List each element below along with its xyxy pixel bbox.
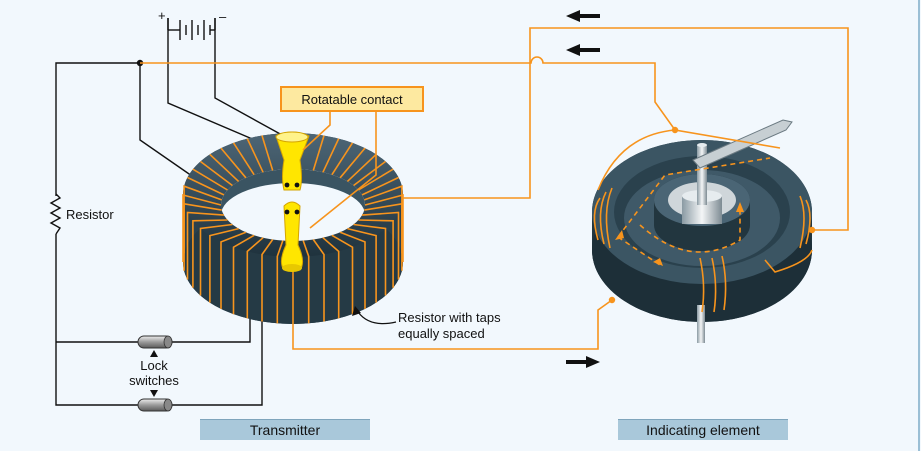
coil-winding [331,234,354,315]
coil-winding [312,239,325,322]
coil-winding [331,142,354,176]
flow-arrow-right-icon [566,356,600,368]
coil-winding [182,193,222,262]
coil-winding [246,237,264,319]
coil-winding [220,231,247,309]
leader-arrowhead-icon [352,306,361,316]
coil-winding [358,219,394,288]
lock-switch-upper [137,335,173,349]
coil-winding [261,239,274,322]
coil-winding [347,227,377,303]
coil-winding [276,240,284,324]
coil-winding [346,153,377,182]
coil-winding [192,168,228,191]
junction-dot [808,226,816,234]
coil-winding [199,223,233,296]
flow-arrow-left-icon [566,10,600,22]
coil-winding [339,231,366,309]
coil-winding [232,142,255,176]
lock-label-line2: switches [129,373,179,388]
taps-leader-line [357,311,397,325]
indicator-element [592,119,812,343]
orange-wiring [140,27,849,350]
coil-winding [364,193,404,262]
coil-winding [364,185,403,254]
rotatable-contact [275,131,310,272]
battery-plus-label: + [158,8,166,23]
resistor-taps-label-line1: Resistor with taps [398,310,501,325]
coil-winding [200,160,233,187]
battery-symbol [167,18,216,40]
arrow-down-icon [150,390,158,397]
coil-winding [220,147,247,179]
junction-dot [671,126,679,134]
coil-winding [312,135,325,171]
resistor-taps-label-line2: equally spaced [398,326,485,341]
coil-winding [322,237,340,319]
coil-winding [353,223,387,296]
coil-winding [209,153,240,182]
coil-winding [302,240,310,324]
lock-switch-lower [137,398,173,412]
resistor-symbol [49,193,62,235]
coil-winding [361,176,399,196]
resistor-label: Resistor [66,207,114,222]
coil-winding [192,219,228,288]
transmitter-caption: Transmitter [200,419,370,440]
junction-dot [608,296,616,304]
coil-winding [358,168,394,191]
arrow-up-icon [150,350,158,357]
coil-winding [187,176,225,196]
flow-arrow-left-icon [566,44,600,56]
coil-winding [353,160,386,187]
coil-winding [232,234,255,315]
coil-winding [362,211,400,280]
coil-winding [322,138,340,173]
coil-winding [209,227,239,303]
coil-winding [261,135,274,171]
lock-label-line1: Lock [140,358,168,373]
coil-winding [246,138,264,173]
indicating-element-caption: Indicating element [618,419,788,440]
coil-winding [339,147,366,179]
rotatable-contact-callout: Rotatable contact [280,86,424,112]
battery-minus-label: – [219,9,227,24]
coil-winding [183,185,222,254]
coil-winding [186,211,224,280]
